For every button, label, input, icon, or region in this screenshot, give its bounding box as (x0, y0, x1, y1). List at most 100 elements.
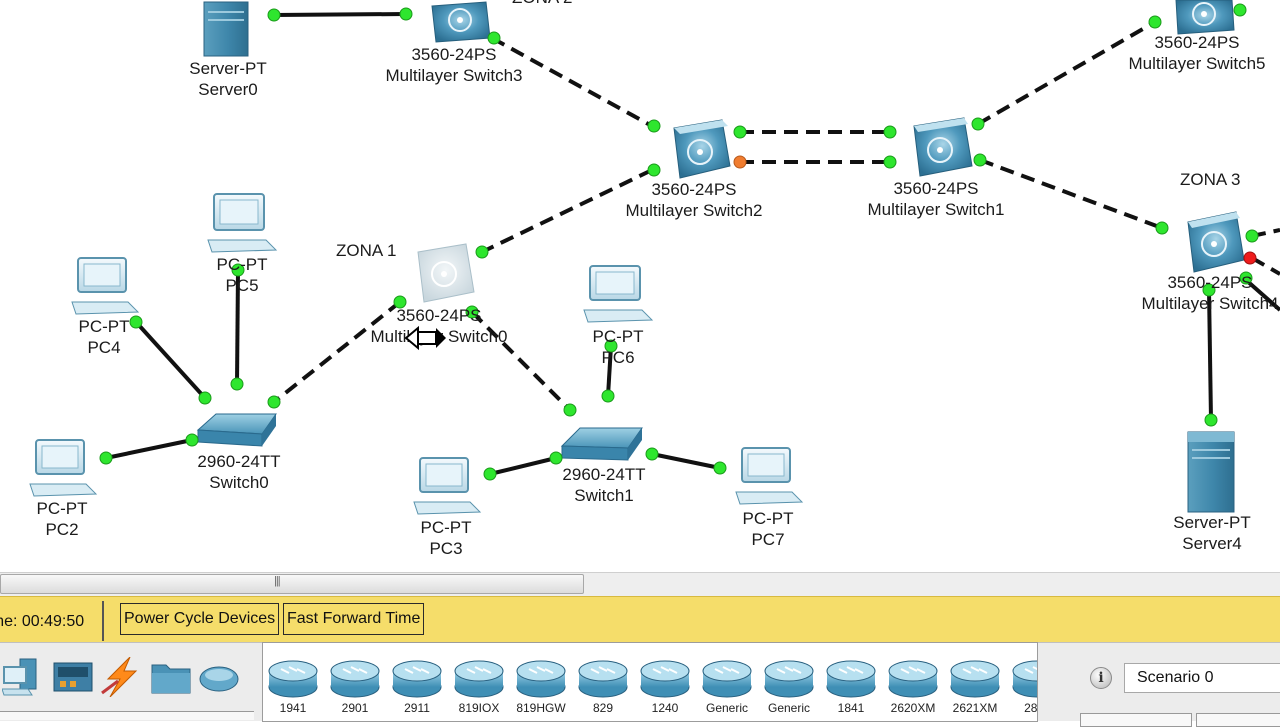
link-mls4-offscreen-3[interactable] (1244, 278, 1280, 312)
pc2-label: PC-PT PC2 (37, 498, 88, 540)
link-light (883, 125, 897, 139)
link-light (1155, 221, 1169, 235)
link-mls4-server4[interactable] (1207, 289, 1213, 421)
fast-forward-button[interactable]: Fast Forward Time (283, 603, 425, 635)
link-pc7-sw1[interactable] (651, 452, 721, 470)
switch1-icon[interactable] (560, 427, 643, 461)
link-mls4-offscreen-2[interactable] (1251, 256, 1280, 276)
device-model: 2960-24TT (562, 465, 646, 484)
router-icon (702, 660, 752, 698)
device-type-label: 1941 (279, 701, 307, 715)
mls1-icon[interactable] (913, 117, 973, 177)
router-icon (578, 660, 628, 698)
device-type-label: 2901 (341, 701, 369, 715)
link-light (733, 125, 747, 139)
link-mls0-sw1[interactable] (470, 310, 572, 412)
folder-category-icon[interactable] (150, 657, 192, 697)
router-icon (268, 660, 318, 698)
device-type-item[interactable]: 2811 (1009, 653, 1037, 719)
device-type-label: 2621XM (952, 701, 998, 715)
device-type-item[interactable]: 819HGW (513, 653, 569, 719)
link-light (1239, 271, 1253, 285)
link-pc3-sw1[interactable] (489, 456, 557, 476)
link-light (601, 389, 615, 403)
device-type-item[interactable]: 829 (575, 653, 631, 719)
device-name: PC7 (751, 530, 785, 549)
mls4-icon[interactable] (1187, 211, 1245, 273)
horizontal-scrollbar[interactable]: ||| (0, 572, 1280, 597)
mls1-label: 3560-24PS Multilayer Switch1 (868, 178, 1005, 220)
link-lights (99, 3, 1259, 481)
link-light (1204, 413, 1218, 427)
link-mls1-mls5[interactable] (977, 20, 1156, 126)
pc6-icon[interactable] (583, 265, 654, 323)
link-pc4-sw0[interactable] (134, 320, 207, 400)
link-light (549, 451, 563, 465)
pc5-icon[interactable] (207, 193, 278, 253)
wan-cloud-category-icon[interactable] (198, 657, 240, 697)
category-subpanel (0, 711, 254, 720)
scenario-select[interactable]: Scenario 0 (1124, 663, 1280, 693)
device-name: Switch1 (574, 486, 634, 505)
link-server0-mls3[interactable] (273, 12, 407, 17)
link-pc6-sw1[interactable] (606, 345, 613, 397)
link-light (393, 295, 407, 309)
device-type-item[interactable]: 2621XM (947, 653, 1003, 719)
new-scenario-button[interactable] (1080, 713, 1192, 727)
device-name: PC2 (45, 520, 79, 539)
zone-3-label: ZONA 3 (1180, 170, 1241, 189)
link-mls1-mls4[interactable] (979, 158, 1163, 230)
link-mls2-mls0[interactable] (481, 168, 653, 254)
link-light (647, 119, 661, 133)
device-type-list: 1941 2901 2911 (262, 642, 1038, 722)
router-icon (826, 660, 876, 698)
pc4-icon[interactable] (71, 257, 140, 315)
link-pc5-sw0[interactable] (235, 269, 240, 385)
lightning-connections-icon[interactable] (100, 657, 142, 697)
device-type-item[interactable]: 2911 (389, 653, 445, 719)
link-light (185, 433, 199, 447)
pc7-icon[interactable] (735, 447, 804, 505)
mls0-icon[interactable] (417, 243, 475, 303)
mls2-icon[interactable] (673, 119, 731, 179)
link-mls0-sw0[interactable] (272, 300, 402, 404)
device-name: Multilayer Switch2 (625, 201, 763, 220)
device-type-item[interactable]: 1941 (265, 653, 321, 719)
delete-scenario-button[interactable] (1196, 713, 1280, 727)
device-type-item[interactable]: 2620XM (885, 653, 941, 719)
server4-icon[interactable] (1187, 431, 1235, 513)
end-devices-category-icon[interactable] (2, 657, 44, 697)
pc3-icon[interactable] (413, 457, 482, 515)
link-light (563, 403, 577, 417)
device-name: Multilayer Switch1 (867, 200, 1005, 219)
pc3-label: PC-PT PC3 (421, 517, 472, 559)
mls5-icon[interactable] (1175, 0, 1235, 35)
device-type-item[interactable]: Generic (761, 653, 817, 719)
device-name: Multilayer Switch3 (385, 66, 523, 85)
server0-icon[interactable] (203, 1, 249, 57)
scrollbar-thumb[interactable] (0, 574, 584, 594)
link-light (198, 391, 212, 405)
device-type-item[interactable]: 1240 (637, 653, 693, 719)
device-panel: 1941 2901 2911 (0, 642, 1280, 727)
device-type-item[interactable]: 1841 (823, 653, 879, 719)
pc2-icon[interactable] (29, 439, 98, 497)
switch0-icon[interactable] (196, 413, 277, 447)
workspace-canvas[interactable]: ZONA 2 ZONA 1 ZONA 3 Server-PT Server0 3… (0, 0, 1280, 572)
device-model: 3560-24PS (396, 306, 482, 325)
device-name: Server0 (198, 80, 258, 99)
router-icon (330, 660, 380, 698)
link-light (230, 377, 244, 391)
info-icon[interactable]: i (1090, 667, 1112, 689)
device-type-item[interactable]: Generic (699, 653, 755, 719)
link-pc2-sw0[interactable] (105, 438, 193, 460)
device-model: PC-PT (36, 499, 88, 518)
connections-category-icon[interactable] (52, 657, 94, 697)
device-type-item[interactable]: 2901 (327, 653, 383, 719)
link-mls3-mls2[interactable] (491, 36, 653, 128)
mls3-icon[interactable] (431, 1, 491, 43)
device-type-item[interactable]: 819IOX (451, 653, 507, 719)
router-icon (516, 660, 566, 698)
router-icon (640, 660, 690, 698)
power-cycle-button[interactable]: Power Cycle Devices (120, 603, 280, 635)
